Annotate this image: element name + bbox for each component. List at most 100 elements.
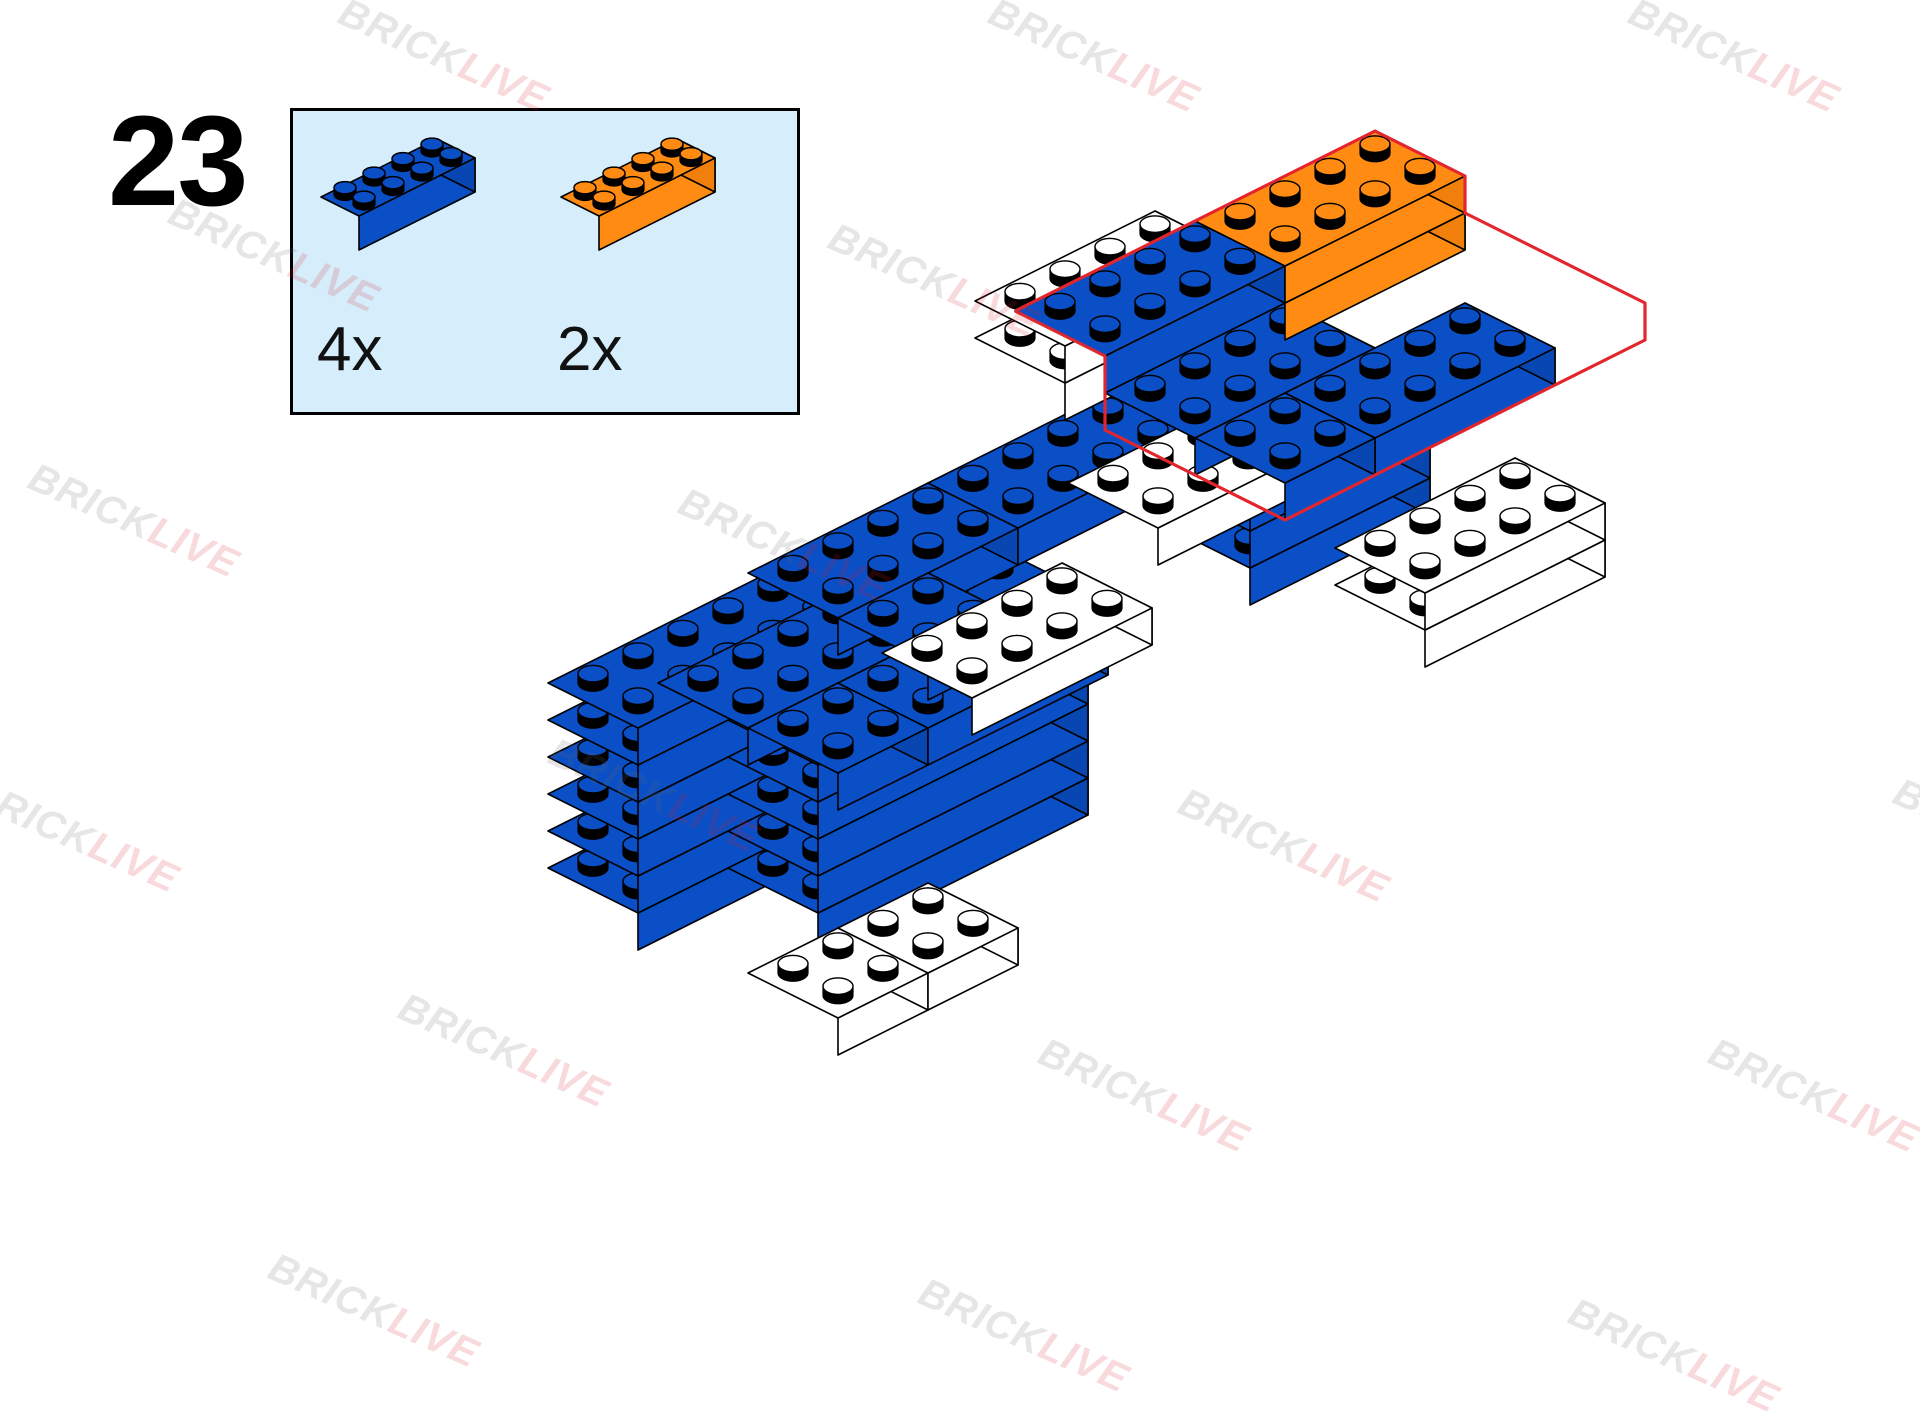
stud-top	[1046, 612, 1078, 631]
stud-top	[660, 137, 684, 151]
stud-top	[650, 161, 674, 175]
stud-top	[667, 619, 699, 638]
stud-top	[777, 554, 809, 573]
stud-top	[1002, 487, 1034, 506]
blue-brick	[1284, 302, 1556, 476]
stud-top	[391, 151, 415, 166]
stud-top	[1314, 419, 1346, 438]
stud-top	[1269, 442, 1301, 461]
orange-brick	[1194, 130, 1466, 304]
stud-top	[1404, 157, 1436, 176]
stud-top	[957, 509, 989, 528]
stud-top	[1091, 589, 1123, 608]
build-model-illustration	[547, 129, 1647, 1056]
stud-top	[867, 909, 899, 928]
stud-top	[1314, 157, 1346, 176]
stud-top	[822, 687, 854, 706]
stud-top	[679, 146, 703, 161]
stud-top	[1001, 634, 1033, 653]
stud-top	[912, 487, 944, 506]
stud-top	[1359, 180, 1391, 199]
brick-top-face	[1334, 457, 1606, 594]
stud-top	[381, 175, 405, 190]
stud-top	[1089, 270, 1121, 289]
stud-top	[1137, 419, 1169, 438]
new-parts-highlight	[1014, 129, 1647, 522]
stud-top	[1047, 419, 1079, 438]
stud-top	[822, 977, 854, 996]
stud-top	[631, 151, 655, 166]
stud-top	[1097, 464, 1129, 483]
brick-top-face	[881, 562, 1153, 699]
white-brick	[881, 562, 1153, 736]
stud-top	[1089, 315, 1121, 334]
stud-top	[1092, 442, 1124, 461]
stud-top	[777, 619, 809, 638]
step-number: 23	[108, 90, 248, 233]
stud-top	[1404, 374, 1436, 393]
stud-top	[1269, 180, 1301, 199]
white-brick	[837, 882, 1019, 1011]
orange-2x4-brick-icon	[560, 137, 716, 251]
stud-top	[1314, 374, 1346, 393]
stud-top	[1179, 270, 1211, 289]
white-brick	[1334, 457, 1606, 631]
stud-top	[1224, 202, 1256, 221]
stud-top	[1499, 507, 1531, 526]
stud-top	[1359, 397, 1391, 416]
stud-top	[867, 599, 899, 618]
stud-top	[957, 464, 989, 483]
stud-top	[577, 664, 609, 683]
stud-top	[1004, 282, 1036, 301]
stud-top	[1544, 484, 1576, 503]
stud-top	[1142, 442, 1174, 461]
stud-top	[957, 909, 989, 928]
stud-top	[867, 954, 899, 973]
stud-top	[777, 954, 809, 973]
stud-top	[1314, 202, 1346, 221]
stud-top	[1269, 397, 1301, 416]
stud-top	[622, 687, 654, 706]
stud-top	[867, 709, 899, 728]
stud-top	[1044, 292, 1076, 311]
stud-top	[732, 687, 764, 706]
model-assembly	[547, 130, 1606, 1056]
highlight-outline	[1014, 129, 1647, 522]
stud-top	[362, 166, 386, 180]
stud-top	[1494, 329, 1526, 348]
stud-top	[912, 887, 944, 906]
stud-top	[1269, 352, 1301, 371]
stud-top	[712, 597, 744, 616]
blue-2x4-brick-icon	[320, 137, 476, 251]
stud-top	[732, 642, 764, 661]
stud-top	[1269, 225, 1301, 244]
stud-top	[912, 577, 944, 596]
stud-top	[1449, 307, 1481, 326]
stud-top	[333, 180, 357, 195]
stud-top	[867, 664, 899, 683]
blue-brick	[747, 682, 929, 811]
stud-top	[592, 190, 616, 204]
stud-top	[1409, 552, 1441, 571]
stud-top	[410, 161, 434, 175]
stud-top	[1179, 397, 1211, 416]
stud-top	[1359, 135, 1391, 154]
new-parts-group	[1014, 130, 1556, 521]
stud-top	[822, 532, 854, 551]
stud-top	[1001, 589, 1033, 608]
blue-brick-quantity: 4x	[317, 315, 383, 384]
stud-top	[822, 577, 854, 596]
stud-top	[1224, 419, 1256, 438]
stud-top	[439, 146, 463, 161]
stud-top	[1134, 292, 1166, 311]
stud-top	[1046, 567, 1078, 586]
orange-brick-quantity: 2x	[557, 315, 623, 384]
stud-top	[1499, 462, 1531, 481]
stud-top	[1454, 529, 1486, 548]
stud-top	[1179, 352, 1211, 371]
brick-top-face	[837, 882, 1019, 974]
stud-top	[1179, 225, 1211, 244]
stud-top	[1359, 352, 1391, 371]
stud-top	[912, 532, 944, 551]
stud-top	[912, 932, 944, 951]
